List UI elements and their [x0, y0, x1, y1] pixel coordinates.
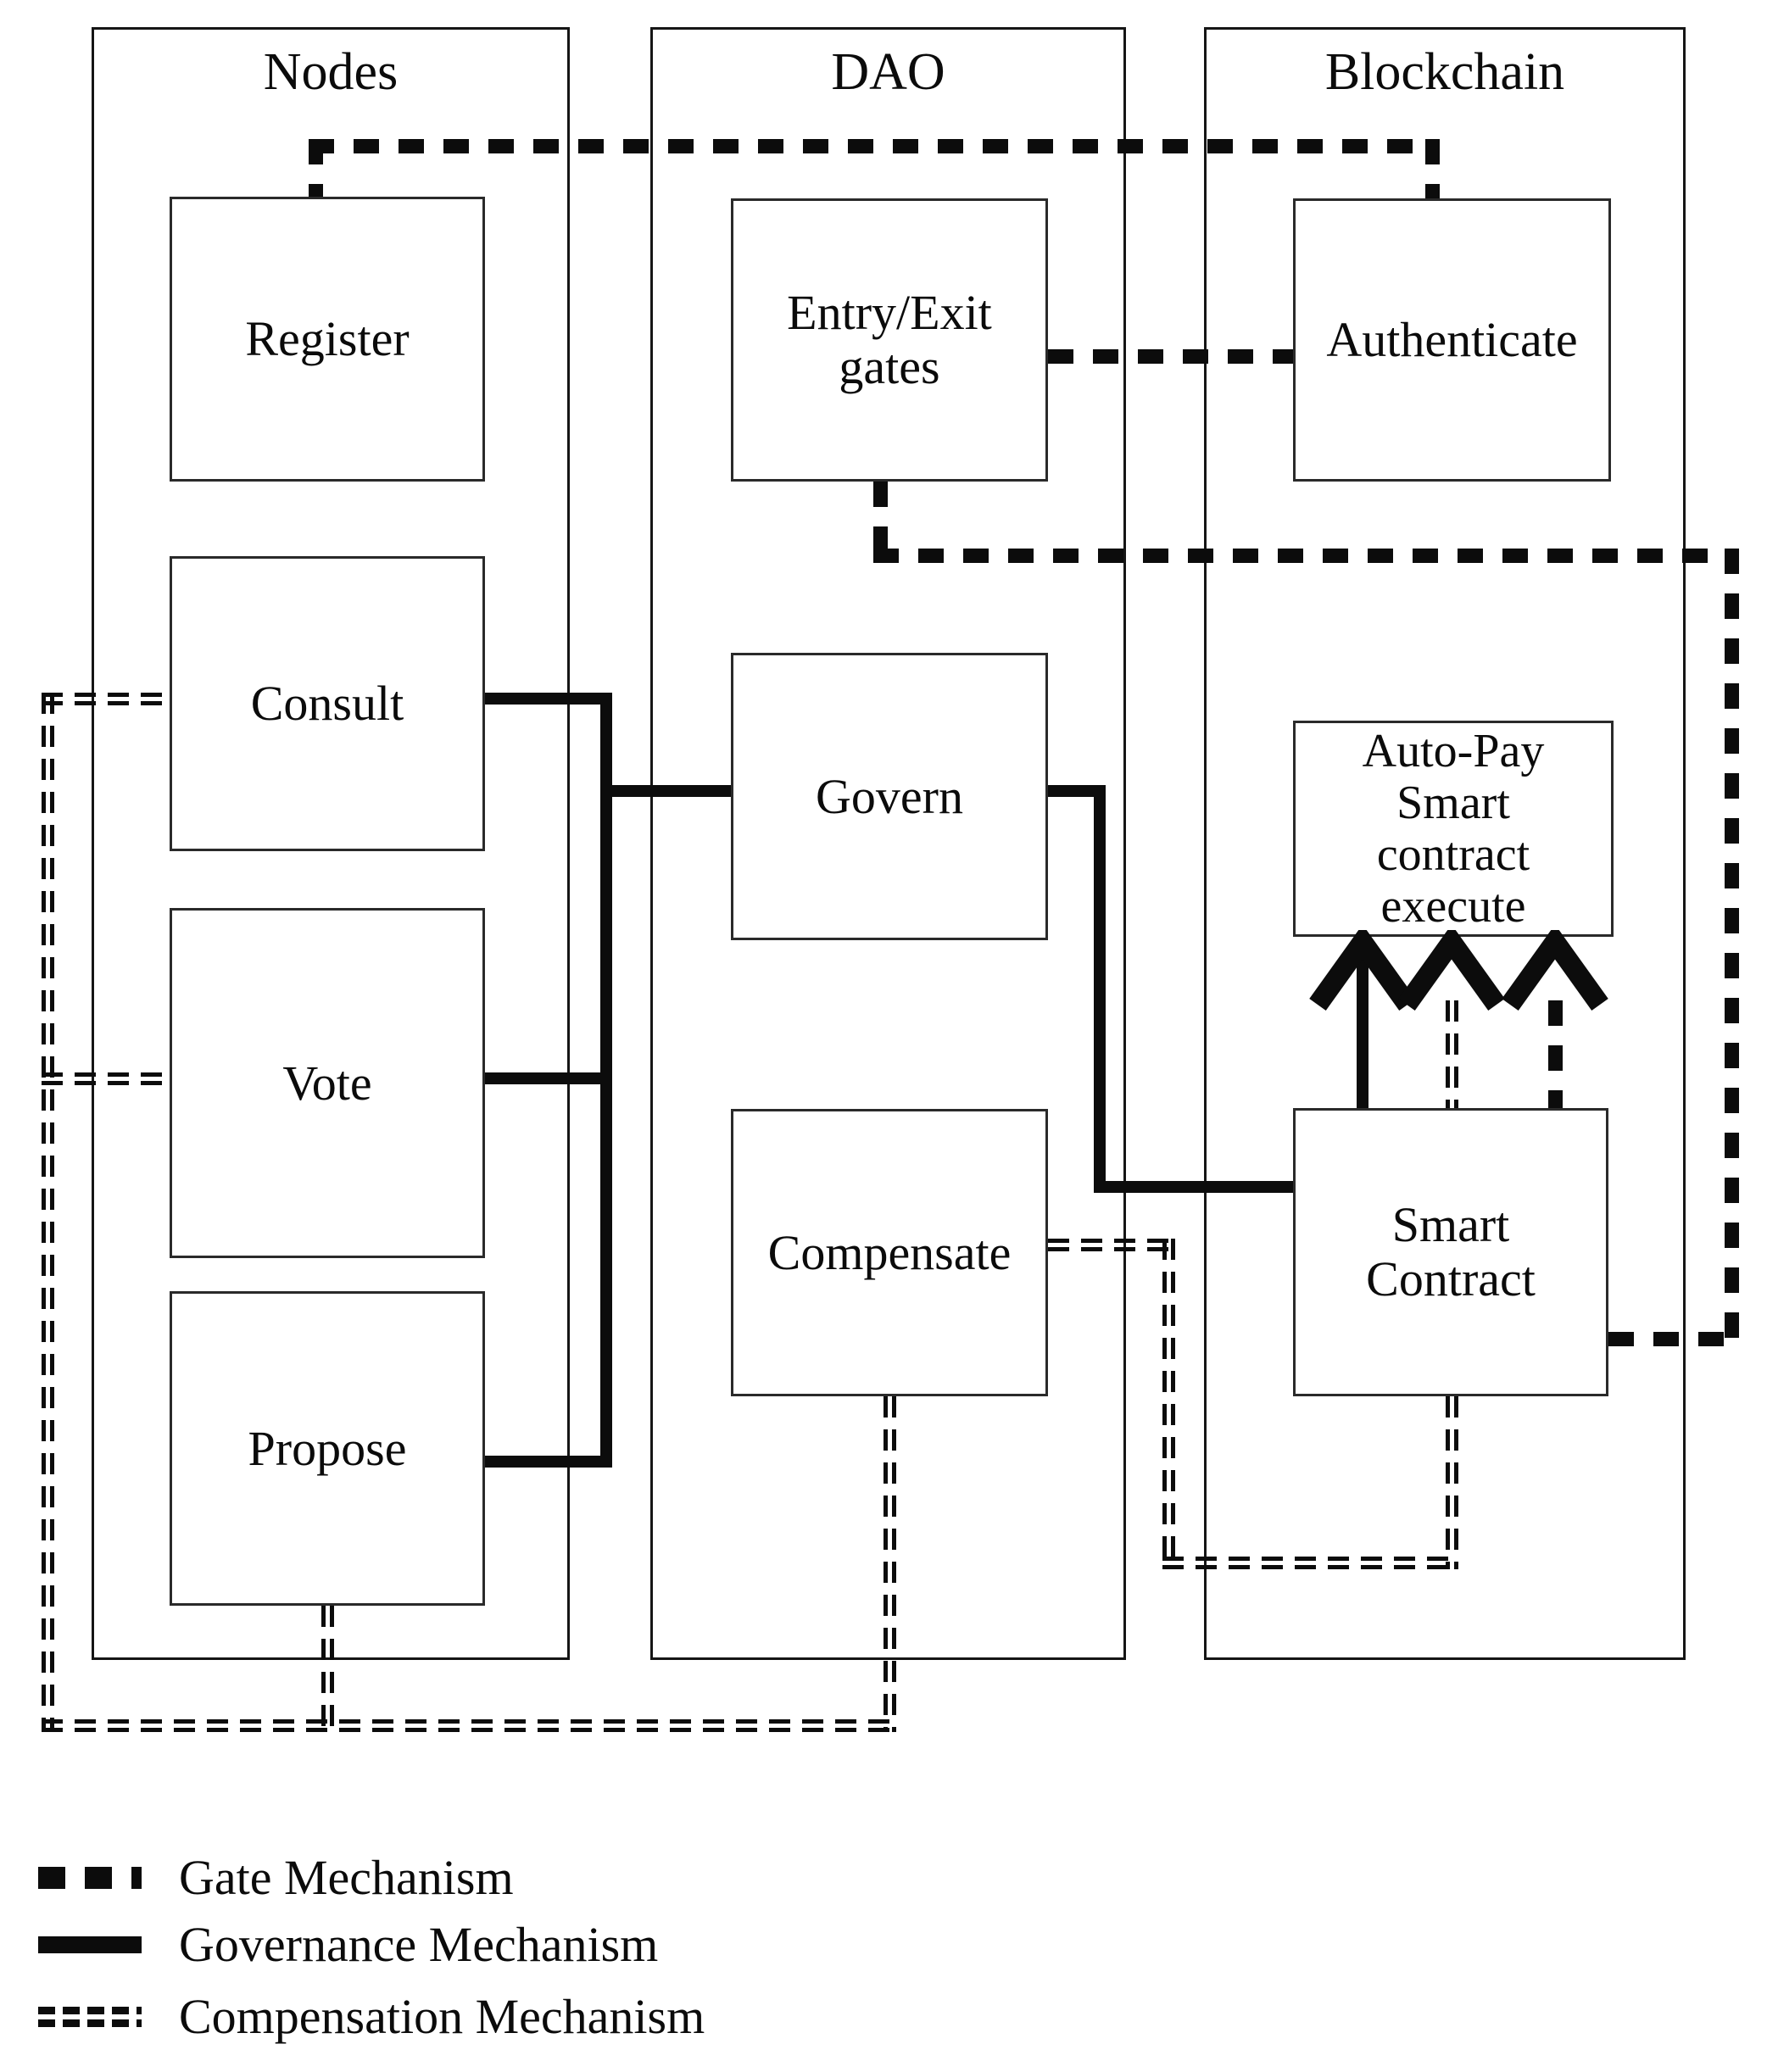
legend-row-governance: Governance Mechanism — [38, 1917, 658, 1973]
governance-line-govern-in — [600, 785, 731, 797]
auto-pay-label-line4: execute — [1380, 879, 1526, 933]
compensation-line-swatch-icon — [38, 2007, 142, 2027]
smart-contract-box: Smart Contract — [1293, 1108, 1608, 1396]
entry-exit-gates-label-line1: Entry/Exit — [787, 285, 992, 340]
authenticate-box: Authenticate — [1293, 198, 1611, 482]
gate-line-smartcontract-in — [1608, 1332, 1739, 1346]
smart-contract-label-line2: Contract — [1366, 1251, 1536, 1306]
vote-label: Vote — [282, 1055, 372, 1111]
gate-line-long-horizontal — [873, 549, 1739, 563]
governance-spine-vertical — [600, 693, 612, 1468]
compensation-line-bottom-horizontal — [42, 1719, 896, 1732]
legend-compensation-label: Compensation Mechanism — [179, 1989, 705, 2044]
governance-line-swatch-icon — [38, 1936, 142, 1953]
gate-line-entryexit-bottom-stub — [873, 482, 888, 563]
legend-gate-label: Gate Mechanism — [179, 1850, 514, 1905]
nodes-column-title: Nodes — [263, 43, 399, 101]
auto-pay-label-line2: Smart — [1396, 776, 1510, 829]
blockchain-column-frame — [1204, 27, 1686, 1660]
governance-line-vote — [485, 1072, 612, 1084]
smart-contract-label-line1: Smart — [1391, 1197, 1510, 1252]
governance-line-consult — [485, 693, 612, 705]
authenticate-label: Authenticate — [1326, 312, 1578, 367]
compensation-line-left-vertical — [42, 693, 54, 1732]
govern-label: Govern — [816, 768, 963, 824]
entry-exit-gates-box: Entry/Exit gates — [731, 198, 1048, 482]
consult-label: Consult — [250, 676, 404, 731]
propose-box: Propose — [170, 1291, 485, 1606]
compensation-line-consult-in — [42, 693, 170, 705]
gate-line-right-vertical — [1725, 549, 1739, 1346]
propose-label: Propose — [248, 1420, 407, 1476]
governance-line-propose — [485, 1456, 612, 1468]
governance-arrow-shaft — [1357, 954, 1368, 1108]
legend-row-gate: Gate Mechanism — [38, 1850, 514, 1906]
governance-line-govern-out — [1048, 785, 1106, 797]
dao-column-title: DAO — [831, 43, 945, 101]
gate-line-entryexit-authenticate — [1048, 349, 1293, 364]
compensation-arrowhead-icon — [1398, 930, 1505, 1011]
entry-exit-gates-label-line2: gates — [839, 339, 940, 394]
compensation-line-mid-vertical — [1162, 1239, 1175, 1569]
compensate-box: Compensate — [731, 1109, 1048, 1396]
govern-box: Govern — [731, 653, 1048, 940]
blockchain-column-title: Blockchain — [1324, 43, 1565, 101]
gate-arrow-shaft — [1548, 1000, 1563, 1108]
auto-pay-label-line1: Auto-Pay — [1362, 724, 1545, 777]
legend-row-compensation: Compensation Mechanism — [38, 1989, 705, 2045]
vote-box: Vote — [170, 908, 485, 1258]
compensation-line-propose-down — [321, 1606, 334, 1732]
compensation-line-compensate-down — [884, 1396, 896, 1732]
compensate-label: Compensate — [767, 1224, 1012, 1280]
gate-arrowhead-icon — [1502, 930, 1608, 1011]
gate-line-authenticate-stub — [1425, 139, 1440, 200]
register-label: Register — [245, 311, 410, 366]
compensation-line-mid-horizontal — [1162, 1557, 1458, 1569]
auto-pay-smart-contract-execute-box: Auto-Pay Smart contract execute — [1293, 721, 1614, 937]
register-box: Register — [170, 197, 485, 482]
gate-line-register-stub — [309, 139, 323, 198]
legend-governance-label: Governance Mechanism — [179, 1917, 659, 1972]
auto-pay-label-line3: contract — [1376, 827, 1530, 881]
compensation-line-compensate-right — [1048, 1239, 1175, 1251]
gate-line-swatch-icon — [38, 1867, 142, 1889]
governance-line-smartcontract-in — [1094, 1181, 1293, 1193]
consult-box: Consult — [170, 556, 485, 851]
compensation-line-smartcontract-bottom — [1446, 1396, 1458, 1569]
compensation-arrow-shaft — [1446, 1000, 1458, 1108]
governance-arrowhead-icon — [1309, 930, 1416, 1011]
governance-line-right-vertical — [1094, 785, 1106, 1193]
gate-line-register-authenticate-horizontal — [309, 139, 1440, 153]
compensation-line-vote-in — [42, 1072, 170, 1085]
